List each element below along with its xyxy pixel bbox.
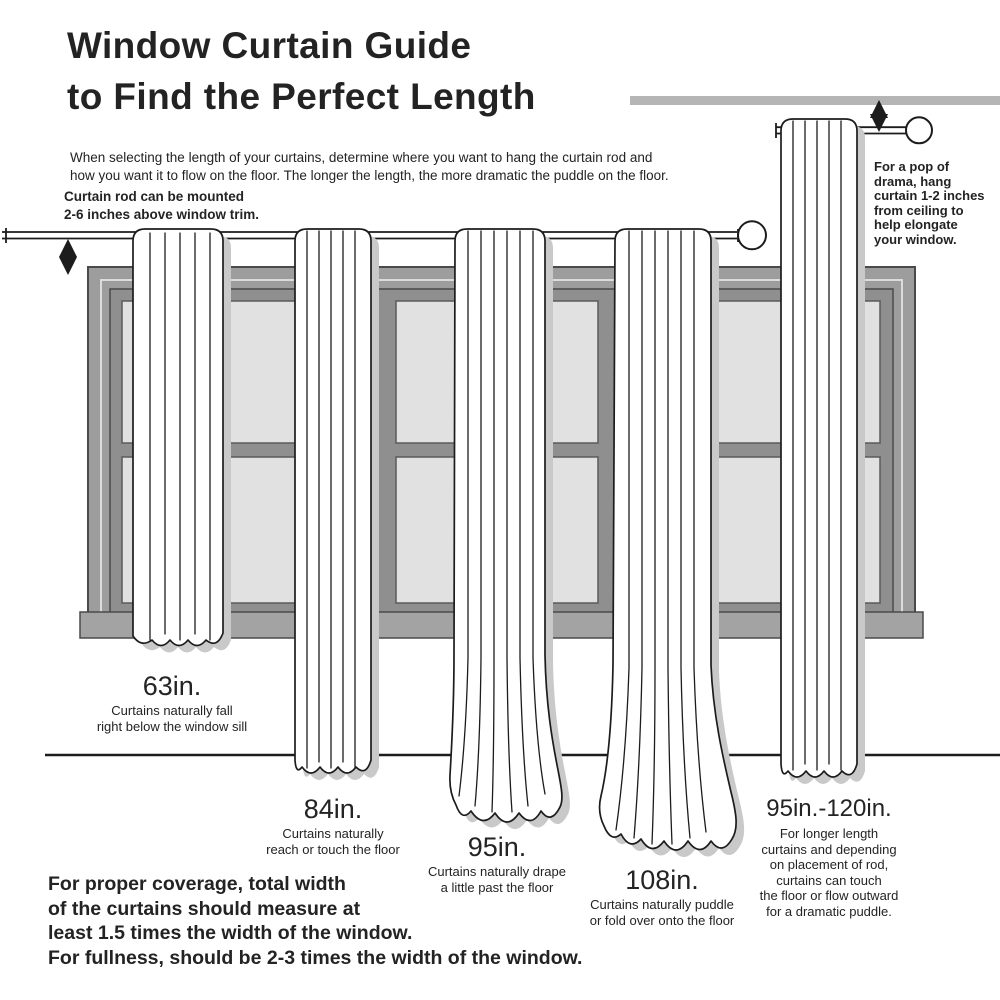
rod-finial-icon — [905, 116, 933, 145]
curtain-95-120-caption: For longer length curtains and depending… — [759, 826, 899, 919]
curtain-108-caption: Curtains naturally puddle or fold over o… — [589, 897, 735, 928]
page-title: Window Curtain Guide to Find the Perfect… — [67, 25, 536, 117]
curtain-95 — [449, 228, 563, 823]
curtain-95-length: 95in. — [467, 832, 527, 862]
rod-finial-icon — [737, 220, 767, 251]
coverage-note: For proper coverage, total width of the … — [48, 873, 583, 969]
curtain-84-caption: Curtains naturally reach or touch the fl… — [266, 826, 400, 857]
curtain-108-length: 108in. — [625, 865, 699, 895]
curtain-95-120-length: 95in.-120in. — [766, 795, 892, 822]
intro-text: When selecting the length of your curtai… — [70, 150, 669, 183]
curtain-63-caption: Curtains naturally fall right below the … — [96, 703, 248, 734]
ceiling-line — [630, 96, 1000, 105]
curtain-95-caption: Curtains naturally drape a little past t… — [427, 864, 567, 895]
curtain-63 — [132, 228, 224, 647]
ceiling-drama-note: For a pop of drama, hang curtain 1-2 inc… — [874, 159, 985, 247]
rod-mount-note: Curtain rod can be mounted 2-6 inches ab… — [64, 189, 260, 222]
curtain-108-label: 108in. Curtains naturally puddle or fold… — [562, 865, 762, 928]
curtain-95-label: 95in. Curtains naturally drape a little … — [397, 832, 597, 895]
curtain-84-label: 84in. Curtains naturally reach or touch … — [233, 794, 433, 857]
curtain-84 — [294, 228, 372, 774]
curtain-95-120 — [780, 118, 858, 778]
curtain-108 — [598, 228, 737, 851]
curtain-95-120-label: 95in.-120in. For longer length curtains … — [729, 794, 929, 919]
curtain-84-length: 84in. — [303, 794, 363, 824]
curtain-63-label: 63in. Curtains naturally fall right belo… — [72, 671, 272, 734]
curtain-63-length: 63in. — [142, 671, 202, 701]
